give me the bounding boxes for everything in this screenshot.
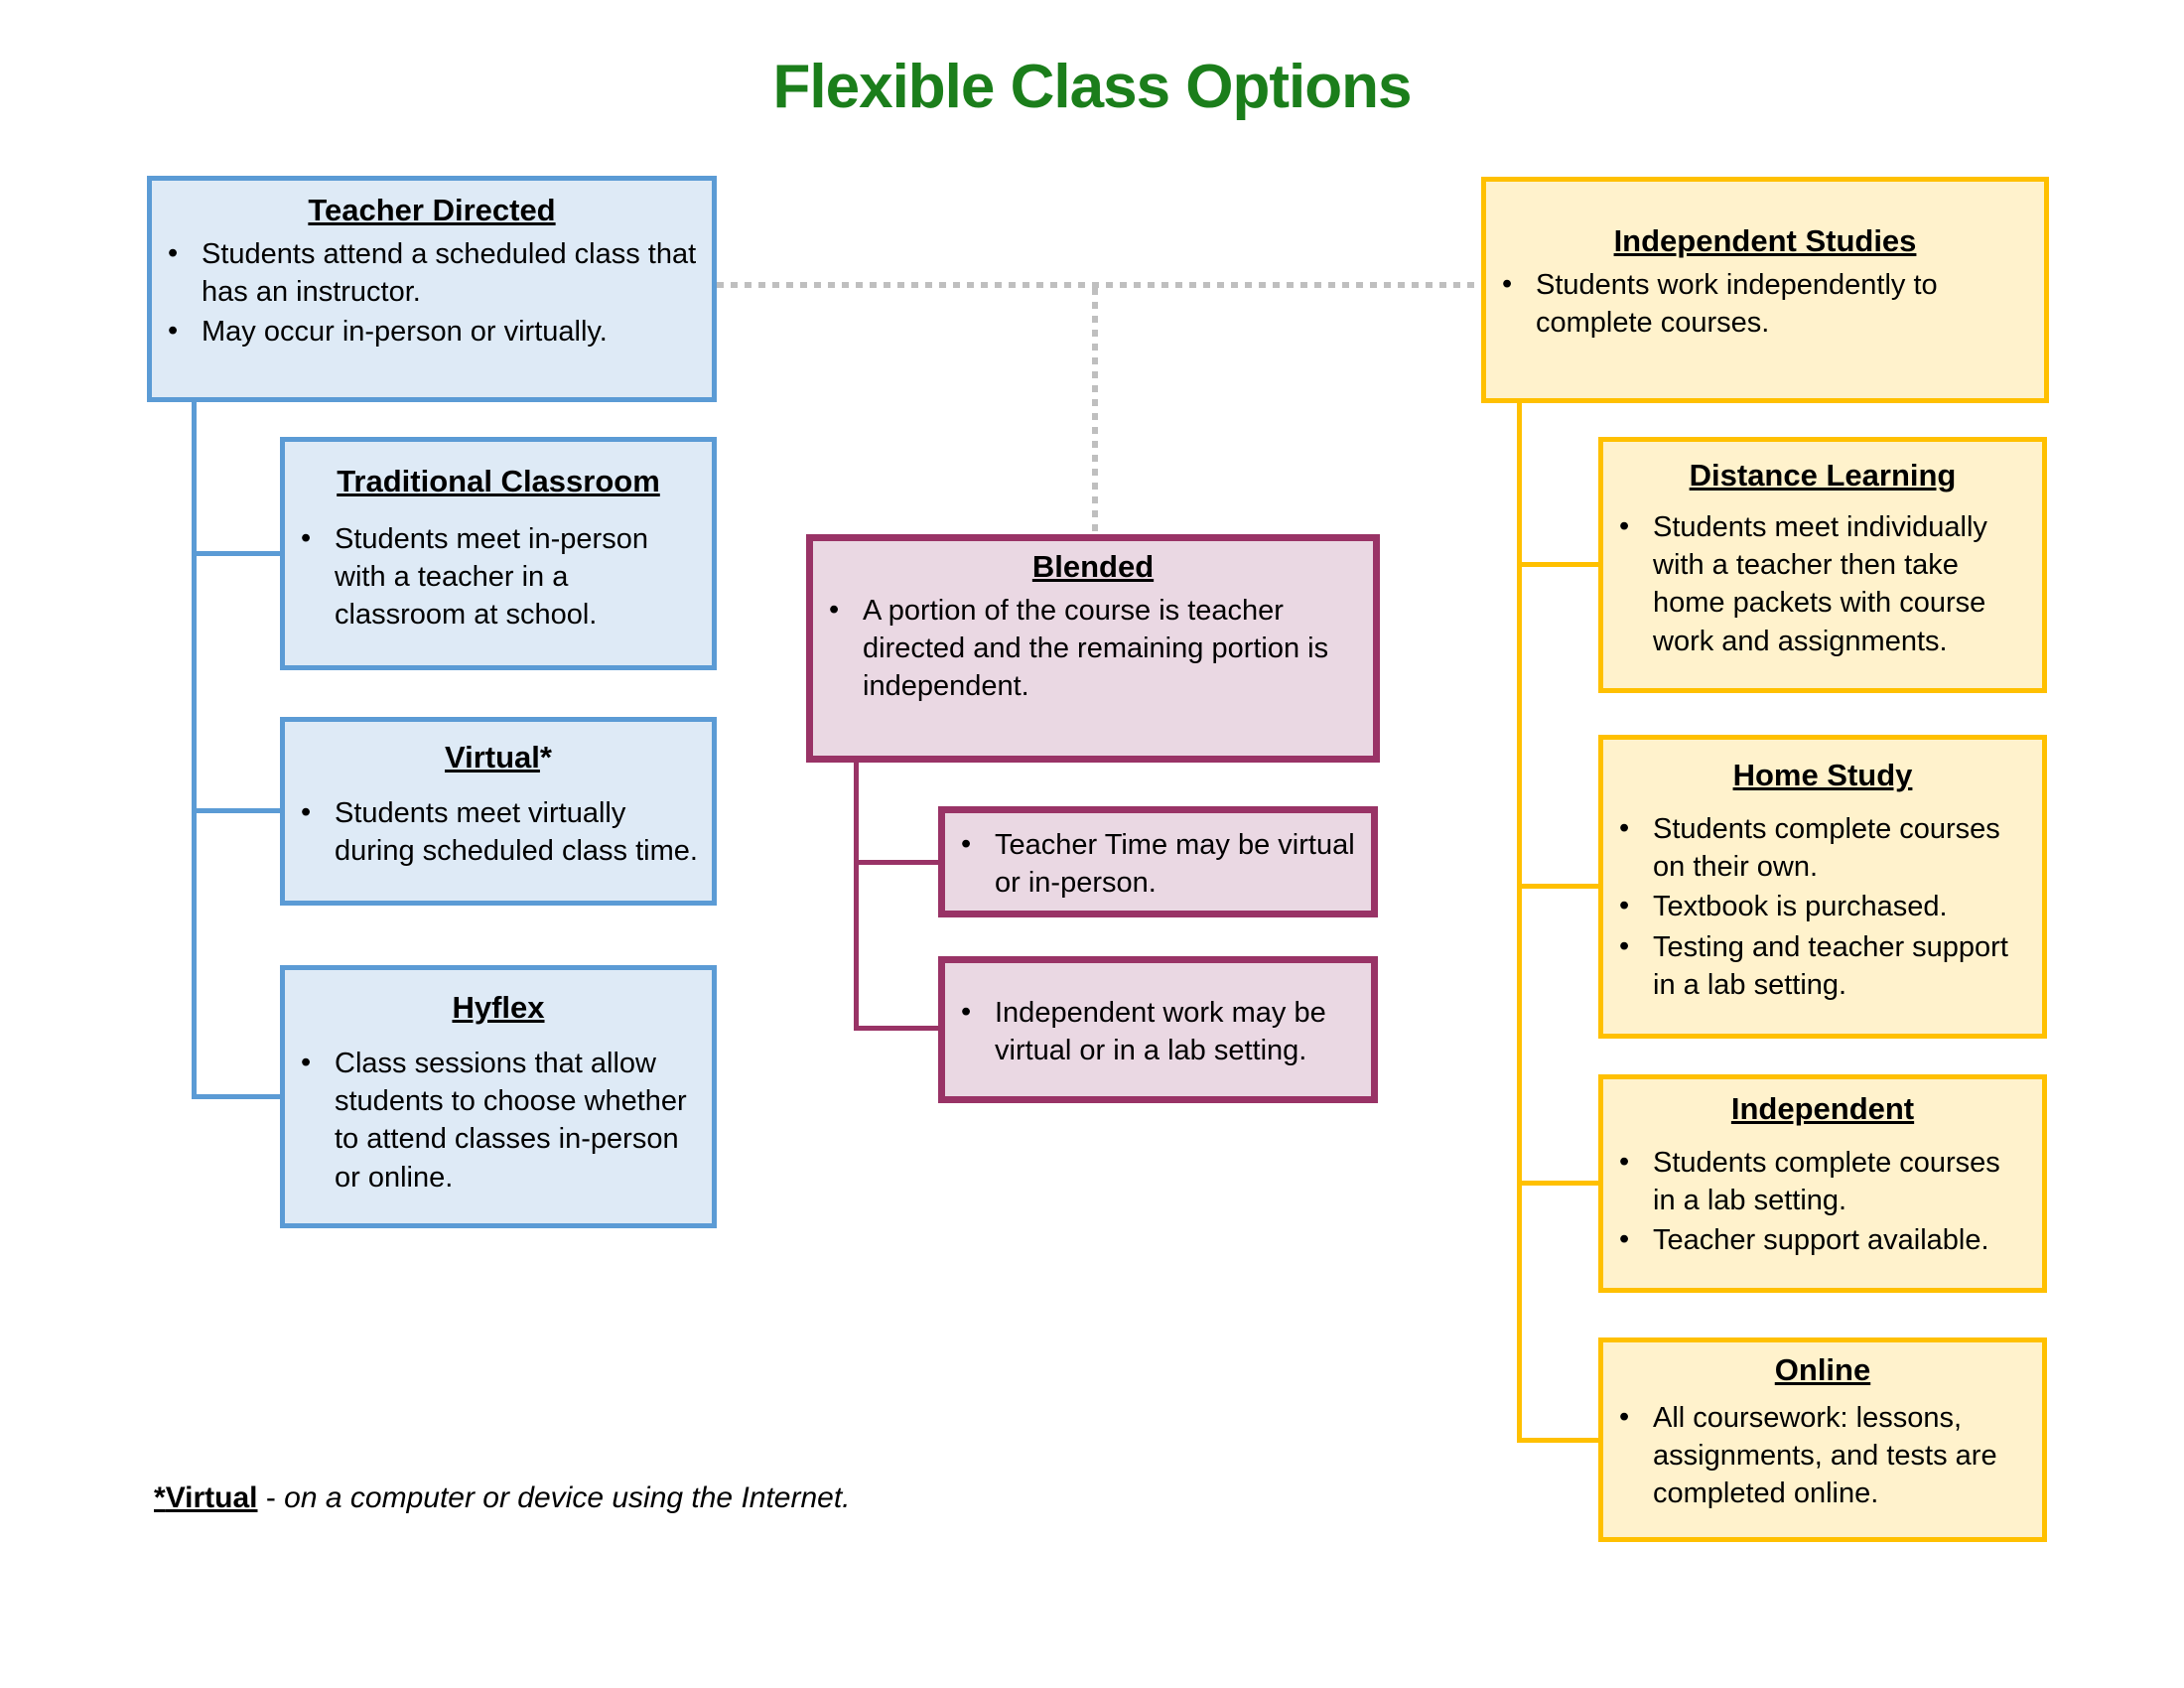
box-title: Independent Studies — [1613, 223, 1917, 258]
bullet-item: Students meet virtually during scheduled… — [285, 793, 700, 871]
bullet-item: Students complete courses on their own. — [1603, 809, 2030, 887]
teacher-directed-box: Teacher Directed Students attend a sched… — [147, 176, 717, 402]
footnote-definition: on a computer or device using the Intern… — [284, 1481, 851, 1514]
bullet-item: Independent work may be virtual or in a … — [945, 993, 1359, 1070]
connector-to-traditional-classroom — [192, 551, 280, 556]
connector-blended-trunk — [854, 761, 859, 1031]
box-title: Teacher Directed — [308, 193, 556, 227]
box-title: Independent — [1730, 1091, 1915, 1126]
bullet-item: Students work independently to complete … — [1486, 265, 2032, 343]
bullet-item: May occur in-person or virtually. — [152, 312, 700, 351]
bullet-item: Students meet in-person with a teacher i… — [285, 519, 700, 634]
hyflex-box: Hyflex Class sessions that allow student… — [280, 965, 717, 1228]
connector-to-home-study — [1517, 884, 1598, 889]
bullet-item: A portion of the course is teacher direc… — [813, 591, 1361, 706]
box-title: Distance Learning — [1689, 458, 1957, 492]
box-title: Blended — [1031, 549, 1155, 584]
bullet-item: Students attend a scheduled class that h… — [152, 234, 700, 312]
connector-independent-studies-trunk — [1517, 402, 1522, 1442]
connector-to-independent-work — [854, 1026, 938, 1031]
connector-to-distance-learning — [1517, 562, 1598, 567]
connector-to-online — [1517, 1438, 1598, 1443]
connector-to-teacher-time — [854, 860, 938, 865]
bullet-item: Teacher support available. — [1603, 1220, 2030, 1259]
bullet-item: Students meet individually with a teache… — [1603, 507, 2030, 660]
independent-studies-box: Independent Studies Students work indepe… — [1481, 177, 2049, 403]
connector-teacher-directed-trunk — [192, 402, 197, 1099]
box-title: Virtual* — [445, 740, 552, 774]
box-title: Online — [1774, 1352, 1871, 1387]
footnote-term: *Virtual — [154, 1481, 258, 1514]
box-title: Home Study — [1732, 758, 1913, 792]
independent-box: Independent Students complete courses in… — [1598, 1074, 2047, 1293]
box-title: Traditional Classroom — [337, 464, 660, 498]
connector-dotted-vertical-to-blended — [1092, 288, 1098, 534]
teacher-time-box: Teacher Time may be virtual or in-person… — [938, 806, 1378, 917]
connector-to-virtual — [192, 808, 280, 813]
connector-to-hyflex — [192, 1094, 280, 1099]
connector-dotted-horizontal — [717, 282, 1481, 288]
bullet-item: Class sessions that allow students to ch… — [285, 1044, 700, 1196]
traditional-classroom-box: Traditional Classroom Students meet in-p… — [280, 437, 717, 670]
virtual-footnote: *Virtual - on a computer or device using… — [154, 1481, 851, 1514]
bullet-item: Testing and teacher support in a lab set… — [1603, 927, 2030, 1005]
bullet-item: Teacher Time may be virtual or in-person… — [945, 825, 1359, 903]
connector-to-independent — [1517, 1181, 1598, 1186]
independent-work-box: Independent work may be virtual or in a … — [938, 956, 1378, 1103]
online-box: Online All coursework: lessons, assignme… — [1598, 1337, 2047, 1542]
virtual-box: Virtual* Students meet virtually during … — [280, 717, 717, 906]
bullet-item: Textbook is purchased. — [1603, 887, 2030, 925]
box-title: Hyflex — [452, 990, 545, 1025]
home-study-box: Home Study Students complete courses on … — [1598, 735, 2047, 1039]
distance-learning-box: Distance Learning Students meet individu… — [1598, 437, 2047, 693]
blended-box: Blended A portion of the course is teach… — [806, 534, 1380, 763]
page-title: Flexible Class Options — [772, 53, 1413, 121]
bullet-item: All coursework: lessons, assignments, an… — [1603, 1398, 2030, 1513]
bullet-item: Students complete courses in a lab setti… — [1603, 1143, 2030, 1220]
